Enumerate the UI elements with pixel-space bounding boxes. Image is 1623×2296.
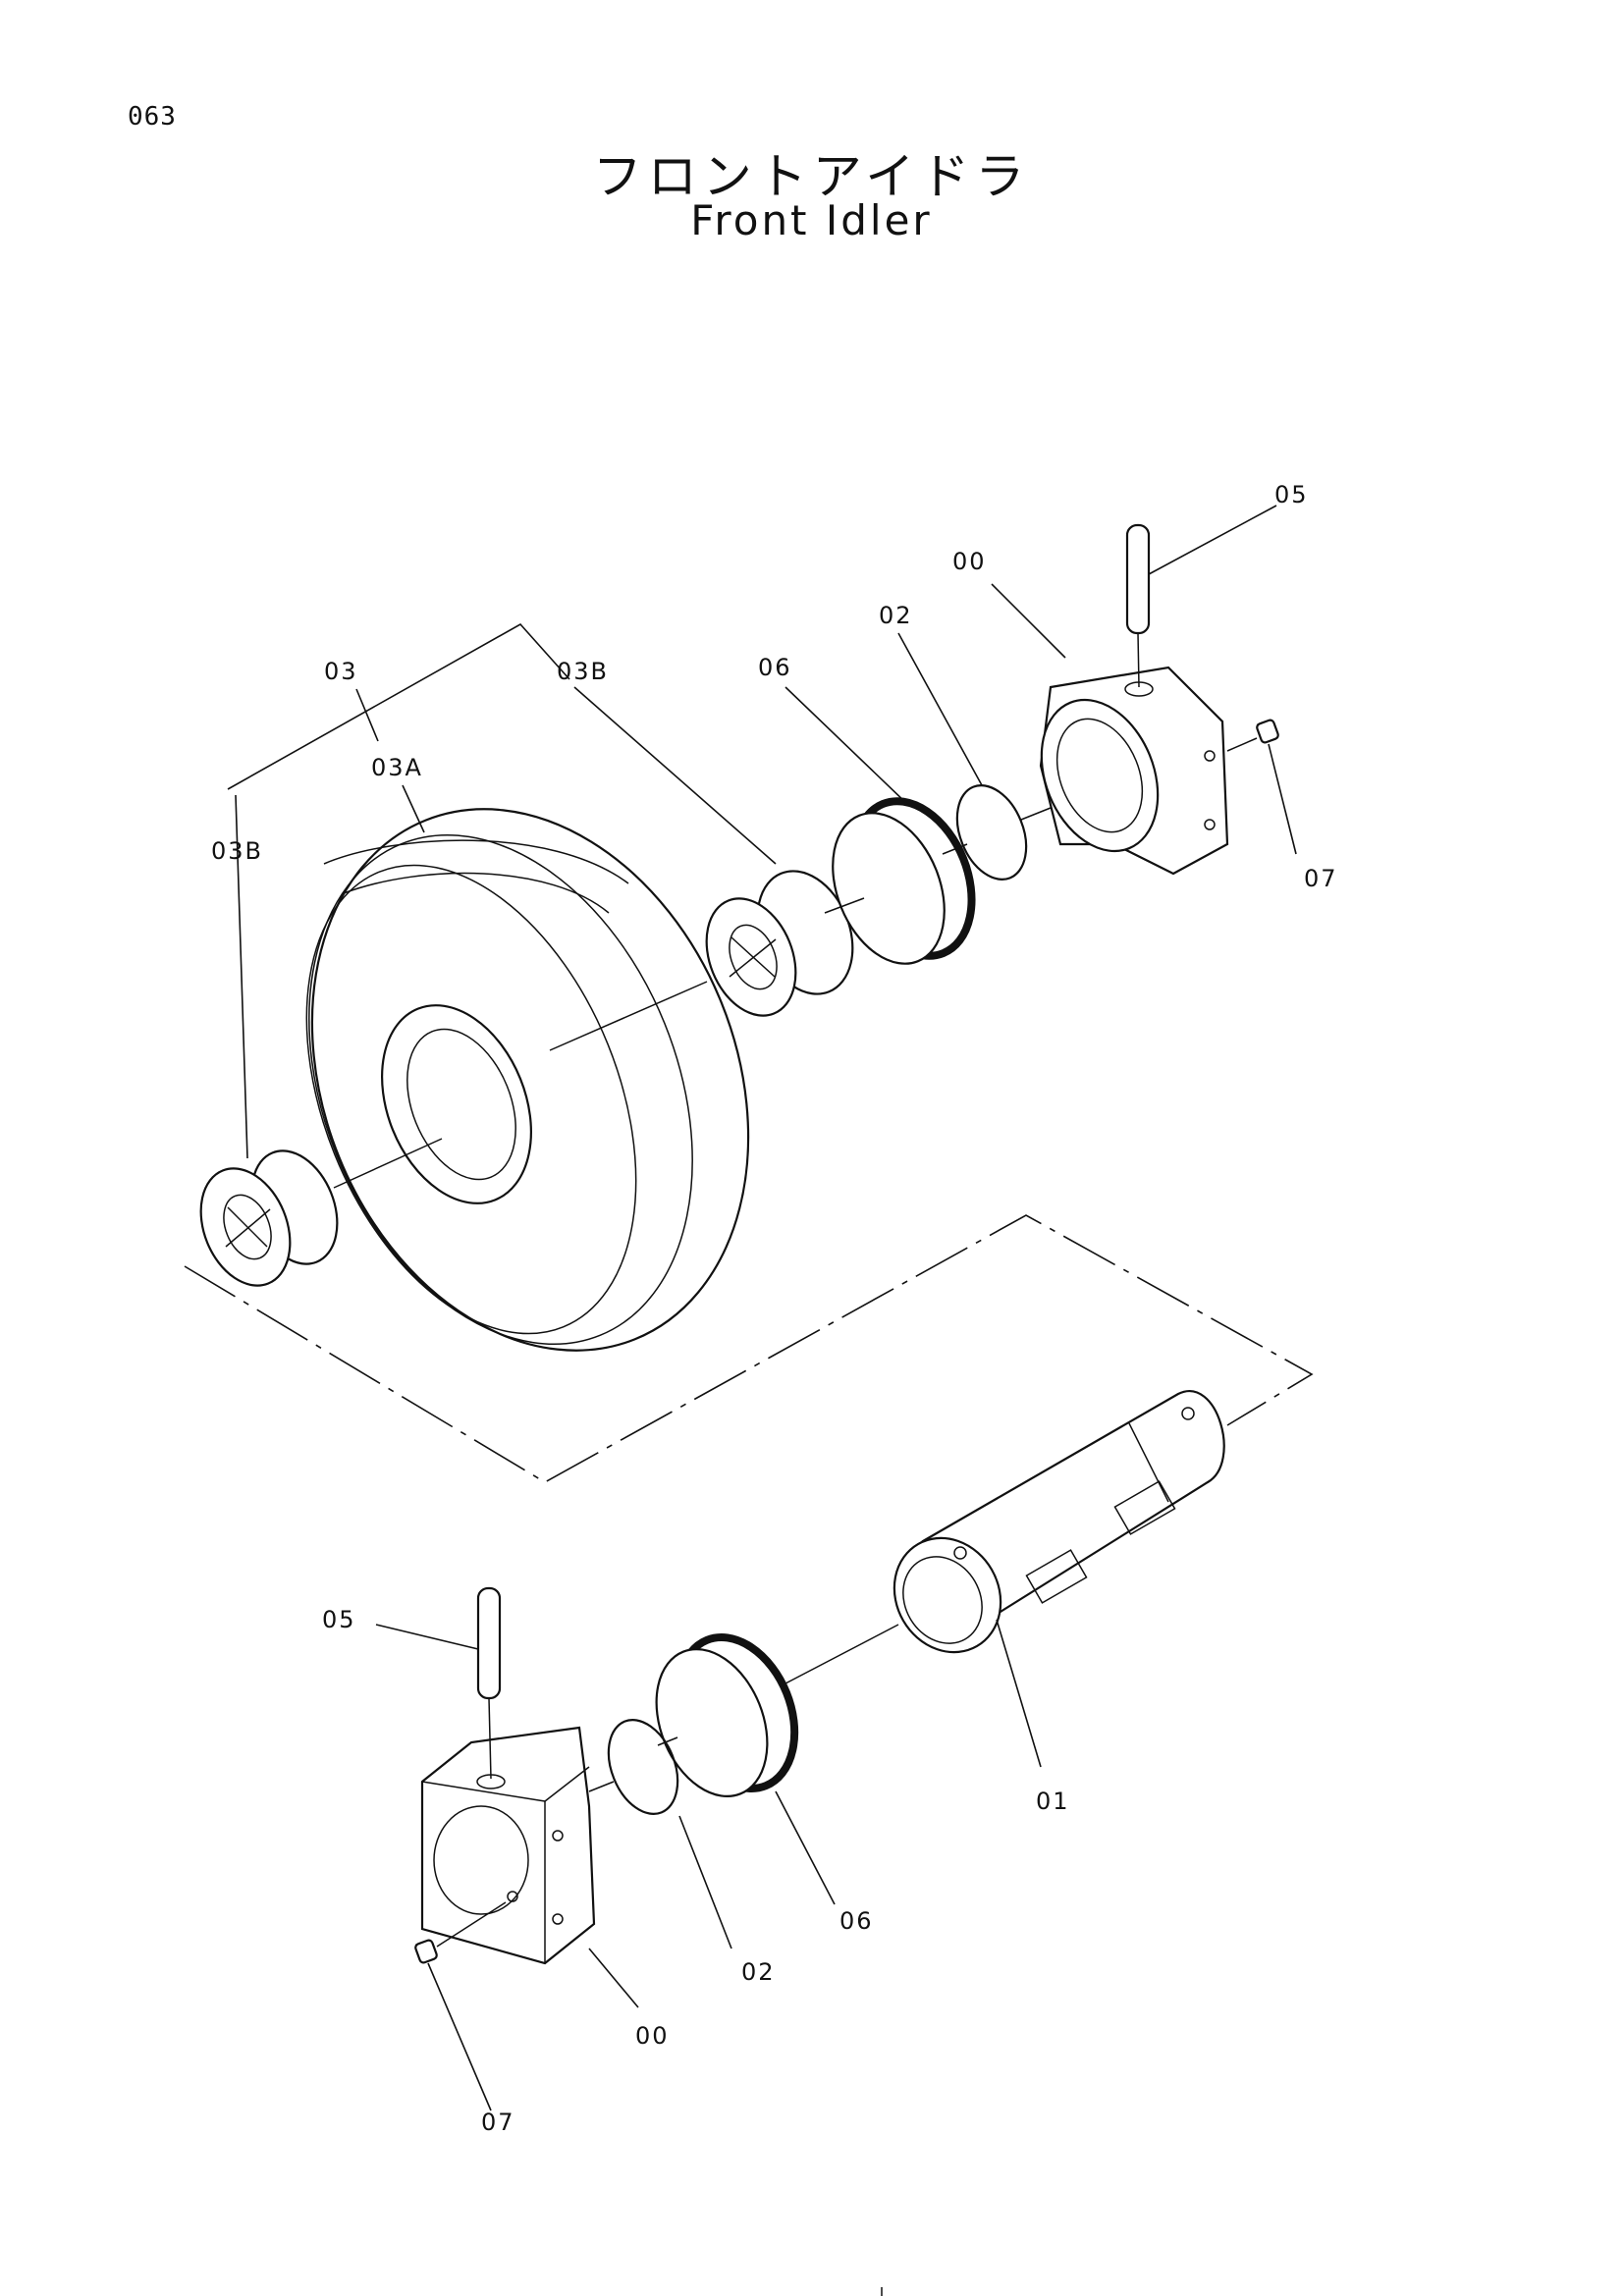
callout-03A: 03A: [371, 754, 423, 781]
assembly-bracket: [227, 622, 570, 1159]
leader-lines: [355, 505, 1297, 2111]
callout-06-top: 06: [758, 654, 792, 681]
bushing-left: [199, 1149, 339, 1287]
pin-bottom: [476, 1586, 502, 1780]
callout-02-top: 02: [879, 602, 913, 629]
bushing-right: [705, 870, 854, 1017]
plug-top: [1226, 719, 1279, 752]
callout-02-bottom: 02: [741, 1958, 776, 1986]
support-bracket-bottom: [420, 1726, 596, 1965]
o-ring-top: [955, 784, 1028, 881]
floating-seal-bottom: [655, 1633, 799, 1797]
callout-01: 01: [1036, 1788, 1070, 1815]
pin-top: [1125, 523, 1151, 688]
idler-wheel: [305, 808, 750, 1352]
callout-05-bottom: 05: [322, 1606, 356, 1633]
callout-07-bottom: 07: [481, 2109, 515, 2136]
support-bracket-top: [1039, 666, 1229, 876]
idler-shaft: [893, 1390, 1225, 1654]
callout-labels: 03 03A 03B 03B 06 02 00 05 07 05 01 06 0…: [211, 481, 1338, 2136]
callout-03B-left: 03B: [211, 837, 263, 865]
plug-bottom: [414, 1901, 507, 1964]
title-english: Front Idler: [690, 196, 933, 244]
callout-03B-top: 03B: [557, 658, 609, 685]
title-japanese: フロントアイドラ: [592, 148, 1031, 205]
page-number: 063: [128, 102, 177, 132]
callout-00-top: 00: [952, 548, 987, 575]
o-ring-bottom: [607, 1719, 679, 1815]
callout-03: 03: [324, 658, 358, 685]
callout-05-top: 05: [1274, 481, 1309, 508]
assembly-plane-outline: [184, 1214, 1314, 1483]
callout-00-bottom: 00: [635, 2022, 670, 2050]
callout-06-bottom: 06: [839, 1907, 874, 1935]
callout-07-top: 07: [1304, 865, 1338, 892]
